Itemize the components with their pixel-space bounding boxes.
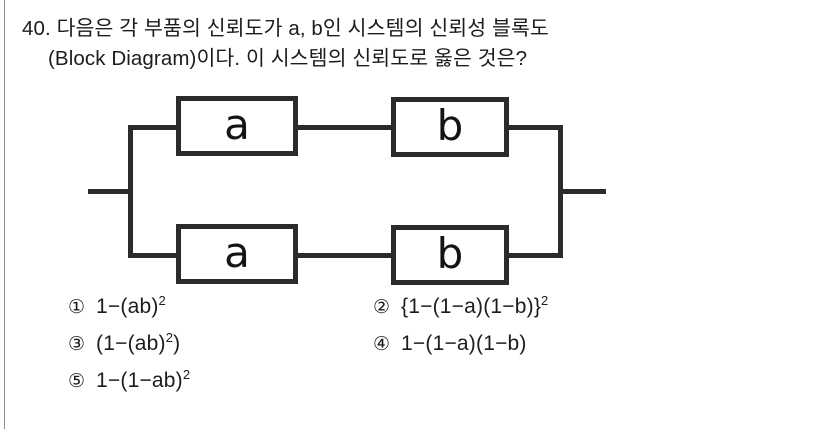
choice-3[interactable]: ③ (1−(ab)2) <box>68 330 181 355</box>
reliability-block-diagram: a b a b <box>0 80 680 300</box>
question-stem-line-2: (Block Diagram)이다. 이 시스템의 신뢰도로 옳은 것은? <box>48 47 528 70</box>
choice-5-formula: 1−(1−ab)2 <box>96 367 191 392</box>
wire-bottom-b-to-right-bus <box>505 253 563 258</box>
choice-row-3: ⑤ 1−(1−ab)2 <box>68 367 768 407</box>
wire-left-bus <box>128 125 133 258</box>
choice-3-marker: ③ <box>68 333 86 355</box>
choice-5[interactable]: ⑤ 1−(1−ab)2 <box>68 367 191 392</box>
choice-4-marker: ④ <box>373 333 391 355</box>
question-stem: 40. 다음은 각 부품의 신뢰도가 a, b인 시스템의 신뢰성 블록도 (B… <box>22 14 802 74</box>
choice-2[interactable]: ② {1−(1−a)(1−b)}2 <box>373 293 549 318</box>
page-margin-rule <box>4 0 5 429</box>
wire-left-bus-to-top-a <box>128 125 180 130</box>
wire-output-stub <box>558 189 606 194</box>
question-stem-line-1: 40. 다음은 각 부품의 신뢰도가 a, b인 시스템의 신뢰성 블록도 <box>22 17 549 40</box>
choice-2-formula: {1−(1−a)(1−b)}2 <box>401 293 549 318</box>
block-bottom-b-label: b <box>436 229 464 278</box>
wire-left-bus-to-bottom-a <box>128 253 180 258</box>
choice-2-marker: ② <box>373 296 391 318</box>
wire-bottom-a-to-bottom-b <box>296 253 394 258</box>
choice-1-marker: ① <box>68 296 86 318</box>
block-bottom-b: b <box>391 225 509 285</box>
wire-top-b-to-right-bus <box>505 125 563 130</box>
choice-1[interactable]: ① 1−(ab)2 <box>68 293 166 318</box>
choice-row-2: ③ (1−(ab)2) ④ 1−(1−a)(1−b) <box>68 330 768 370</box>
block-top-b-label: b <box>436 101 464 150</box>
wire-input-stub <box>88 189 133 194</box>
choice-4[interactable]: ④ 1−(1−a)(1−b) <box>373 333 527 354</box>
choice-1-formula: 1−(ab)2 <box>96 293 166 318</box>
block-top-a-label: a <box>224 100 250 149</box>
block-top-b: b <box>391 97 509 157</box>
block-bottom-a-label: a <box>224 228 250 277</box>
wire-top-a-to-top-b <box>296 125 394 130</box>
choice-4-formula: 1−(1−a)(1−b) <box>401 332 527 355</box>
choice-row-1: ① 1−(ab)2 ② {1−(1−a)(1−b)}2 <box>68 293 768 333</box>
block-top-a: a <box>176 96 298 156</box>
block-bottom-a: a <box>176 224 298 284</box>
choice-3-formula: (1−(ab)2) <box>96 330 181 355</box>
choice-5-marker: ⑤ <box>68 370 86 392</box>
answer-choice-list: ① 1−(ab)2 ② {1−(1−a)(1−b)}2 ③ (1−(ab)2) … <box>68 293 768 407</box>
